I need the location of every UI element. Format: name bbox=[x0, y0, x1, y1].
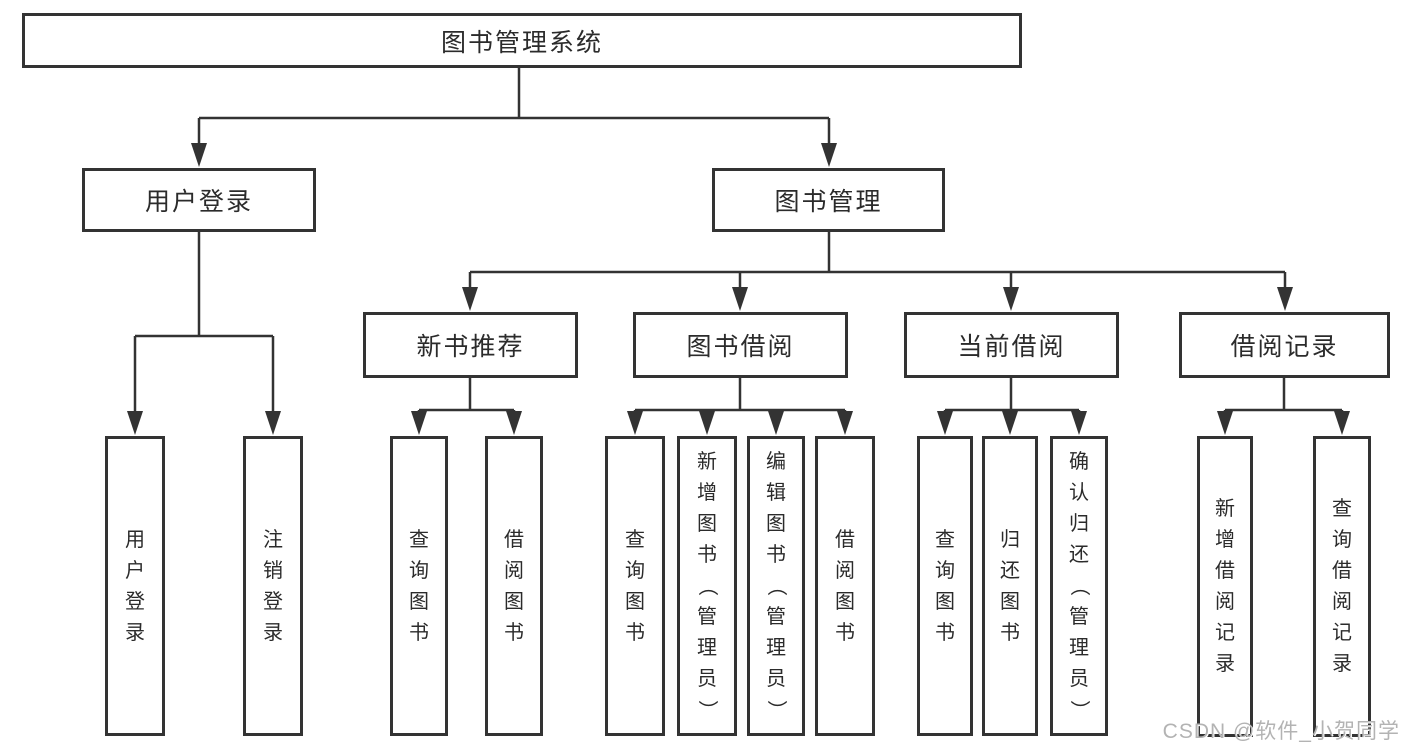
connector-current-borrowing-to-leaves bbox=[943, 378, 1081, 414]
node-label: 借阅图书 bbox=[504, 528, 524, 644]
leaf-query-borrow-record: 查询借阅记录 bbox=[1313, 436, 1371, 737]
leaf-user-login: 用户登录 bbox=[105, 436, 165, 736]
node-current-borrowing: 当前借阅 bbox=[904, 312, 1119, 378]
leaf-return-books: 归还图书 bbox=[982, 436, 1038, 736]
node-label: 用户登录 bbox=[125, 528, 145, 644]
connector-book-management-to-level3 bbox=[468, 232, 1287, 288]
node-user-login: 用户登录 bbox=[82, 168, 316, 232]
node-label: 确认归还（管理员） bbox=[1068, 451, 1090, 720]
connector-new-book-to-leaves bbox=[417, 378, 516, 414]
arrowheads-borrowing-records-leaves bbox=[1217, 411, 1350, 435]
arrowheads-level2 bbox=[191, 143, 837, 167]
node-label: 归还图书 bbox=[1000, 528, 1020, 644]
node-label: 借阅图书 bbox=[835, 528, 855, 644]
node-label: 新书推荐 bbox=[416, 333, 525, 361]
csdn-watermark: CSDN @软件_小贺同学 bbox=[1162, 720, 1400, 743]
node-label: 图书借阅 bbox=[686, 333, 795, 361]
arrowheads-book-borrowing-leaves bbox=[627, 411, 853, 435]
node-library-management-system: 图书管理系统 bbox=[22, 13, 1022, 68]
connector-user-login-to-leaves bbox=[133, 232, 275, 412]
arrowheads-current-borrowing-leaves bbox=[937, 411, 1087, 435]
node-label: 注销登录 bbox=[263, 528, 283, 644]
node-label: 图书管理系统 bbox=[440, 28, 603, 57]
node-label: 新增图书（管理员） bbox=[696, 451, 718, 720]
connector-borrowing-records-to-leaves bbox=[1223, 378, 1344, 414]
arrowheads-new-book-leaves bbox=[411, 411, 522, 435]
node-borrowing-records: 借阅记录 bbox=[1179, 312, 1390, 378]
leaf-borrow-books: 借阅图书 bbox=[815, 436, 875, 736]
node-label: 新增借阅记录 bbox=[1215, 498, 1235, 675]
leaf-add-borrow-record: 新增借阅记录 bbox=[1197, 436, 1253, 737]
node-label: 查询借阅记录 bbox=[1332, 498, 1352, 675]
node-book-management: 图书管理 bbox=[712, 168, 945, 232]
leaf-add-books-admin: 新增图书（管理员） bbox=[677, 436, 737, 736]
node-label: 查询图书 bbox=[625, 528, 645, 644]
arrowheads-level3 bbox=[462, 287, 1293, 311]
node-label: 查询图书 bbox=[409, 528, 429, 644]
node-label: 编辑图书（管理员） bbox=[765, 451, 787, 720]
arrowheads-user-login-leaves bbox=[127, 411, 281, 435]
connector-root-to-level2 bbox=[197, 68, 831, 146]
node-label: 查询图书 bbox=[935, 528, 955, 644]
leaf-query-books-current: 查询图书 bbox=[917, 436, 973, 736]
node-label: 用户登录 bbox=[144, 188, 253, 216]
node-label: 当前借阅 bbox=[957, 333, 1066, 361]
leaf-edit-books-admin: 编辑图书（管理员） bbox=[747, 436, 805, 736]
leaf-query-books-recommend: 查询图书 bbox=[390, 436, 448, 736]
leaf-logout: 注销登录 bbox=[243, 436, 303, 736]
node-label: 借阅记录 bbox=[1230, 333, 1339, 361]
leaf-borrow-books-recommend: 借阅图书 bbox=[485, 436, 543, 736]
connector-book-borrowing-to-leaves bbox=[633, 378, 847, 414]
node-label: 图书管理 bbox=[774, 188, 883, 216]
node-book-borrowing: 图书借阅 bbox=[633, 312, 848, 378]
leaf-confirm-return-admin: 确认归还（管理员） bbox=[1050, 436, 1108, 736]
leaf-query-books-borrowing: 查询图书 bbox=[605, 436, 665, 736]
node-new-book-recommendation: 新书推荐 bbox=[363, 312, 578, 378]
